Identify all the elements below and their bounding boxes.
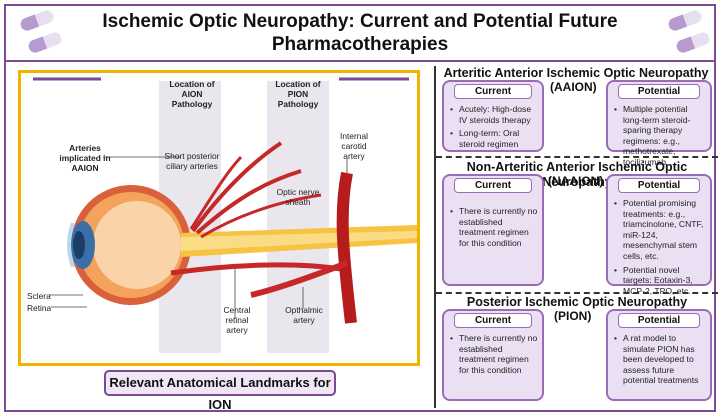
short-posterior-ciliary-label: Short posterior ciliary arteries	[164, 151, 220, 171]
header-bar: Ischemic Optic Neuropathy: Current and P…	[6, 6, 714, 62]
naaion-current-card: Current There is currently no establishe…	[442, 174, 544, 286]
pion-abbr: (PION)	[554, 309, 592, 323]
sclera-label: Sclera	[27, 291, 51, 301]
central-retinal-label: Central retinal artery	[223, 305, 251, 335]
retina-label: Retina	[27, 303, 52, 313]
card-header: Current	[454, 84, 532, 99]
naaion-abbr: (NAAION)	[548, 174, 604, 188]
pion-title: Posterior Ischemic Optic Neuropathy	[466, 295, 688, 309]
pill-icon	[674, 30, 712, 55]
eye-anatomy-illustration	[33, 77, 417, 353]
arteries-implicated-label: Arteries implicated in AAION	[59, 143, 111, 173]
aaion-abbr: (AAION)	[550, 80, 597, 94]
internal-carotid-label: Internal carotid artery	[340, 131, 368, 161]
list-item: A rat model to simulate PION has been de…	[614, 333, 706, 386]
pion-pathology-column	[267, 81, 329, 353]
list-item: Acutely: High-dose IV steroids therapy	[450, 104, 538, 125]
list-item: There is currently no established treatm…	[450, 206, 538, 248]
pion-potential-card: Potential A rat model to simulate PION h…	[606, 309, 712, 401]
anatomy-diagram: Location of AION Pathology Location of P…	[18, 70, 420, 366]
page-title: Ischemic Optic Neuropathy: Current and P…	[102, 11, 618, 55]
aaion-title: Arteritic Anterior Ischemic Optic Neurop…	[443, 66, 709, 80]
card-header: Current	[454, 313, 532, 328]
ophthalmic-label: Opthalmic artery	[285, 305, 323, 325]
landmarks-caption: Relevant Anatomical Landmarks for ION	[104, 370, 336, 412]
list-item: Long-term: Oral steroid regimen	[450, 128, 538, 149]
pill-icon	[26, 30, 64, 55]
list-item: Potential promising treatments: e.g., tr…	[614, 198, 706, 262]
card-header: Potential	[618, 178, 700, 193]
pion-location-label: Location of PION Pathology	[275, 79, 321, 109]
internal-carotid-artery	[336, 171, 357, 324]
card-header: Current	[454, 178, 532, 193]
list-item: Potential novel targets: Eotaxin-3, MCP-…	[614, 265, 706, 297]
section-divider	[436, 292, 718, 294]
section-divider	[436, 156, 718, 158]
aaion-current-card: Current Acutely: High-dose IV steroids t…	[442, 80, 544, 152]
pill-icon	[666, 8, 704, 33]
infographic-frame: Ischemic Optic Neuropathy: Current and P…	[4, 4, 718, 412]
optic-nerve-sheath-label: Optic nerve sheath	[276, 187, 320, 207]
column-divider	[434, 66, 436, 408]
naaion-title: Non-Arteritic Anterior Ischemic Optic Ne…	[466, 160, 688, 189]
aion-location-label: Location of AION Pathology	[169, 79, 215, 109]
card-header: Potential	[618, 313, 700, 328]
aaion-potential-card: Potential Multiple potential long-term s…	[606, 80, 712, 167]
card-header: Potential	[618, 84, 700, 99]
list-item: Multiple potential long-term steroid-spa…	[614, 104, 706, 168]
pion-current-card: Current There is currently no establishe…	[442, 309, 544, 401]
list-item: There is currently no established treatm…	[450, 333, 538, 375]
anatomy-panel: Location of AION Pathology Location of P…	[14, 66, 426, 412]
naaion-potential-card: Potential Potential promising treatments…	[606, 174, 712, 296]
pill-icon	[18, 8, 56, 33]
